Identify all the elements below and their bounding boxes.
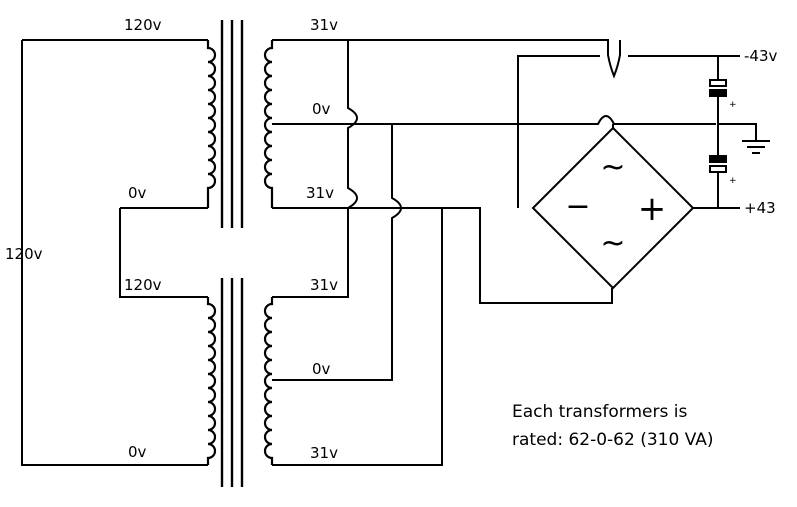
rating-note: Each transformers is rated: 62-0-62 (310… [512, 402, 714, 450]
t2-primary-top-label: 120v [124, 276, 162, 294]
bridge-minus: − [565, 189, 590, 224]
capacitor-1: + [709, 79, 737, 110]
t1-secondary-top-label: 31v [310, 16, 338, 34]
output-section: + + [693, 55, 770, 209]
ground-symbol [718, 123, 770, 154]
t1-secondary-winding [263, 40, 274, 208]
rating-note-line-1: Each transformers is [512, 402, 687, 422]
capacitor-1-plus: + [729, 100, 737, 110]
primary-wiring [21, 39, 208, 466]
capacitor-2: + [709, 155, 737, 186]
t1-secondary-ct-label: 0v [312, 100, 331, 118]
t1-core [220, 20, 244, 228]
t2-secondary-bottom-label: 31v [310, 444, 338, 462]
t2-primary-bottom-label: 0v [128, 443, 147, 461]
capacitor-2-plus: + [729, 176, 737, 186]
t2-core [220, 278, 244, 487]
voltage-labels: 120v 0v 120v 0v 120v 31v 0v 31v 31v 0v 3… [5, 16, 777, 462]
t1-secondary-bottom-label: 31v [306, 184, 334, 202]
bridge-ac-top: ~ [600, 150, 625, 185]
output-negative-label: -43v [744, 47, 777, 65]
t1-primary-winding [206, 40, 217, 208]
t1-primary-top-label: 120v [124, 16, 162, 34]
output-positive-label: +43 [744, 199, 776, 217]
transformer-1 [206, 20, 274, 228]
rating-note-line-2: rated: 62-0-62 (310 VA) [512, 430, 714, 450]
secondary-wiring [272, 39, 718, 466]
t2-secondary-ct-label: 0v [312, 360, 331, 378]
mains-voltage-label: 120v [5, 245, 43, 263]
bridge-ac-bottom: ~ [600, 226, 625, 261]
t2-secondary-top-label: 31v [310, 276, 338, 294]
t1-primary-bottom-label: 0v [128, 184, 147, 202]
transformer-2 [206, 278, 274, 487]
bridge-plus: + [638, 189, 667, 229]
bridge-rectifier: − + ~ ~ [531, 124, 695, 290]
t2-primary-winding [206, 297, 217, 465]
t2-secondary-winding [263, 297, 274, 465]
